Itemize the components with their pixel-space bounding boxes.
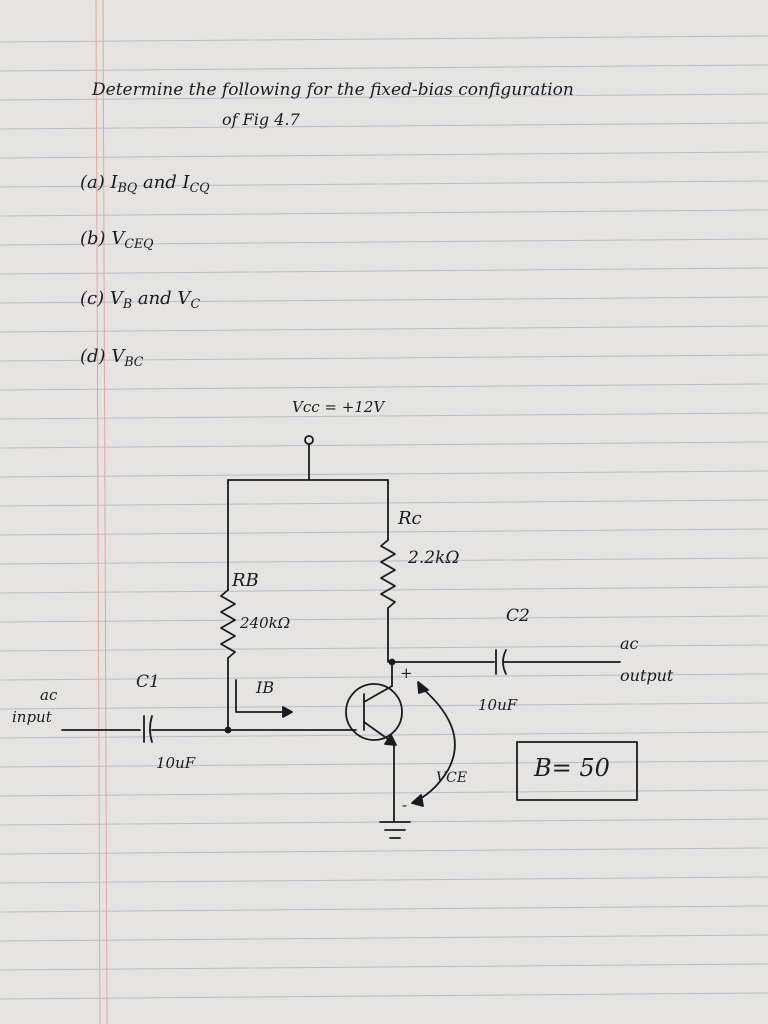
ib-arrowhead [282,706,293,718]
rule-line [0,963,768,971]
c2-label: C2 [506,606,530,626]
vce-arrowhead-top [417,681,429,694]
rule-line [0,383,768,391]
rule-line [0,789,768,797]
vce-label: VCE [436,770,468,786]
rule-line [0,847,768,855]
rc-value: 2.2kΩ [408,548,460,568]
rule-line [0,296,768,304]
c2-plate-right [502,649,507,675]
part-b: (b) VCEQ [80,228,154,252]
rule-line [0,151,768,159]
rule-line [0,122,768,130]
rc-label: Rc [398,508,422,529]
c1-plate-right [149,715,153,743]
rule-line [0,528,768,536]
emitter-arrowhead [384,734,397,746]
rule-line [0,615,768,623]
vcc-label: Vcc = +12V [292,398,385,416]
ib-label: IB [256,678,275,697]
vcc-terminal [304,435,314,445]
rule-line [0,93,768,101]
rule-line [0,64,768,72]
rule-line [0,905,768,913]
rb-value: 240kΩ [240,614,291,632]
vce-arrow [417,687,456,801]
rule-line [0,499,768,507]
c1-label: C1 [136,672,160,692]
input-label-bottom: input [12,708,52,726]
rule-line [0,934,768,942]
rule-line [0,470,768,478]
rule-line [0,760,768,768]
rule-line [0,325,768,333]
ib-arrow [235,679,289,713]
rule-line [0,35,768,43]
rc-resistor [380,539,396,609]
transistor-emitter [363,721,393,743]
margin-line [102,0,108,1024]
rule-line [0,673,768,681]
part-c: (c) VB and VC [80,288,201,312]
rb-resistor [220,589,236,659]
rule-line [0,644,768,652]
rule-line [0,209,768,217]
rule-line [0,586,768,594]
beta-value: B= 50 [534,754,610,782]
rule-line [0,876,768,884]
output-label-bottom: output [620,666,674,685]
rule-line [0,702,768,710]
question-line-1: Determine the following for the fixed-bi… [92,80,574,100]
vce-plus: + [400,664,413,682]
c2-value: 10uF [478,696,518,714]
rule-line [0,238,768,246]
rule-line [0,354,768,362]
c1-value: 10uF [156,754,196,772]
input-label-top: ac [40,686,58,704]
vce-minus: - [402,796,408,814]
question-line-2: of Fig 4.7 [222,110,300,129]
rule-line [0,992,768,1000]
vce-arrowhead-bottom [411,794,424,807]
output-label-top: ac [620,634,639,653]
transistor-collector [363,685,393,703]
rule-line [0,412,768,420]
part-d: (d) VBC [80,346,144,370]
rule-line [0,267,768,275]
transistor-body [345,683,403,741]
part-a: (a) IBQ and ICQ [80,172,210,196]
beta-box [516,741,638,801]
rule-line [0,180,768,188]
rule-line [0,731,768,739]
margin-line [95,0,101,1024]
rb-label: RB [232,570,259,591]
rule-line [0,441,768,449]
